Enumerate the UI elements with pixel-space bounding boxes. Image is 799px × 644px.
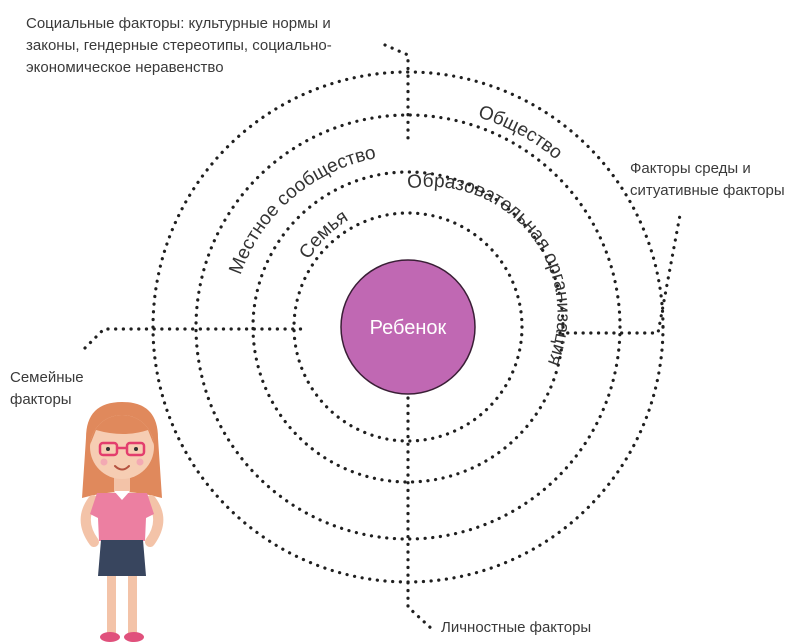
social-factors-line-2: законы, гендерные стереотипы, социально- [26, 37, 332, 54]
ring-label-community: Местное сообщество [225, 142, 377, 277]
environment-factors-line-1: Факторы среды и [630, 160, 751, 177]
connector-personal [406, 396, 435, 632]
family-factors-line-2: факторы [10, 391, 72, 408]
social-factors-label: Социальные факторы: культурные нормы и з… [26, 13, 386, 79]
ring-label-family: Семья [295, 206, 351, 263]
center-label: Ребенок [370, 317, 447, 339]
family-ring [292, 211, 524, 443]
community-ring [194, 113, 622, 541]
ring-label-society: Общество [476, 102, 566, 164]
social-factors-line-3: экономическое неравенство [26, 59, 224, 76]
personal-factors-label: Личностные факторы [441, 619, 592, 636]
environment-factors-label: Факторы среды и ситуативные факторы [630, 158, 796, 202]
girl-character-icon [80, 402, 164, 642]
social-factors-line-1: Социальные факторы: культурные нормы и [26, 15, 331, 32]
connector-environment [558, 213, 682, 335]
education-ring [251, 170, 565, 484]
connector-family [83, 327, 307, 350]
environment-factors-line-2: ситуативные факторы [630, 182, 785, 199]
family-factors-line-1: Семейные [10, 369, 84, 386]
family-factors-label: Семейные факторы [10, 367, 100, 411]
connector-social [383, 43, 410, 145]
center-circle [340, 259, 476, 395]
